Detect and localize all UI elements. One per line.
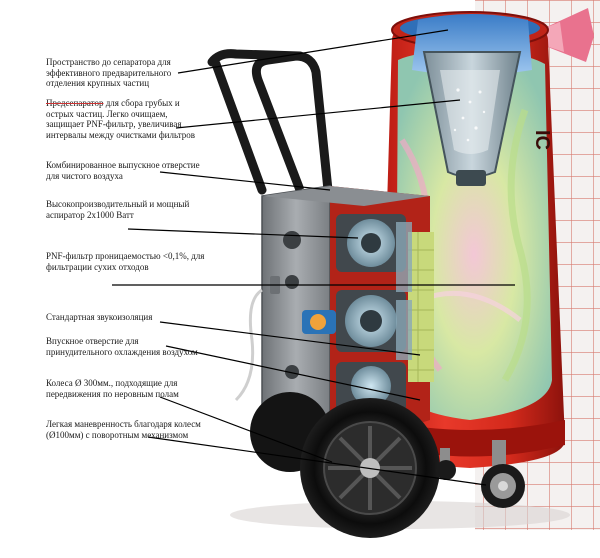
aspirator-motors — [302, 214, 406, 412]
callout-text: Легкая маневренность благодаря колесм (Ø… — [46, 419, 201, 440]
callout-text: для сбора грубых и острых частиц. Легко … — [46, 98, 196, 140]
power-cable — [234, 288, 263, 402]
callout-text: Колеса Ø 300мм., подходящие для передвиж… — [46, 378, 179, 399]
callout-rear-wheels: Колеса Ø 300мм., подходящие для передвиж… — [46, 378, 206, 399]
callout-exhaust-outlet: Комбинированное выпускное отверстие для … — [46, 160, 206, 181]
front-castor — [436, 440, 525, 508]
callout-text: PNF-фильтр проницаемостью <0,1%, для фил… — [46, 251, 205, 272]
callout-aspirator: Высокопроизводительный и мощный аспирато… — [46, 199, 206, 220]
callout-separator-space: Пространство до сепаратора для эффективн… — [46, 57, 206, 89]
callout-text: Пространство до сепаратора для эффективн… — [46, 57, 172, 88]
callout-text: Впускное отверстие для принудительного о… — [46, 336, 198, 357]
callout-sound-insulation: Стандартная звукоизоляция — [46, 312, 206, 323]
callout-front-castors: Легкая маневренность благодаря колесм (Ø… — [46, 419, 206, 440]
brand-mark: IC — [531, 130, 553, 150]
pnf-filter — [408, 232, 434, 382]
callout-leader-lines — [112, 29, 515, 486]
callout-text: Стандартная звукоизоляция — [46, 312, 153, 322]
callout-title: Предсепаратор — [46, 98, 104, 108]
callout-pnf-filter: PNF-фильтр проницаемостью <0,1%, для фил… — [46, 251, 206, 272]
callout-text: Высокопроизводительный и мощный аспирато… — [46, 199, 190, 220]
callout-pre-separator: Предсепаратор для сбора грубых и острых … — [46, 98, 206, 140]
callout-cooling-inlet: Впускное отверстие для принудительного о… — [46, 336, 206, 357]
separator-outlet — [456, 170, 486, 186]
exhaust-port — [283, 231, 301, 249]
push-handle — [251, 51, 333, 192]
callout-text: Комбинированное выпускное отверстие для … — [46, 160, 200, 181]
